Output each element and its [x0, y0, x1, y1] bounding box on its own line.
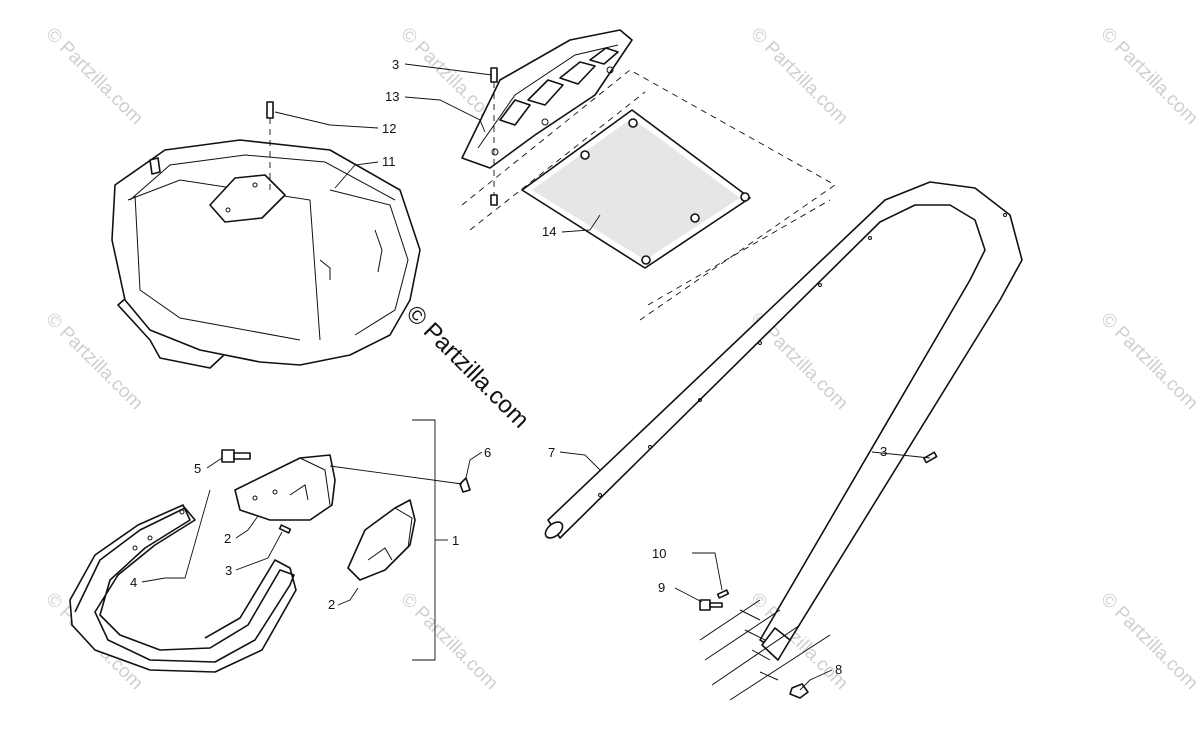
watermark-text: © Partzilla.com	[1096, 309, 1200, 414]
frame-hatching	[699, 599, 831, 701]
bracket-upper	[234, 454, 336, 521]
step-plate	[461, 29, 633, 169]
callout-11: 11	[382, 154, 396, 169]
pin-3-left	[278, 524, 292, 534]
callout-10: 10	[652, 546, 666, 561]
callout-3-right: 3	[880, 444, 887, 459]
callout-7: 7	[548, 445, 555, 460]
callout-1: 1	[452, 533, 459, 548]
watermark-text: © Partzilla.com	[41, 24, 146, 129]
grab-bar	[544, 181, 1023, 661]
central-watermark: © Partzilla.com	[401, 300, 534, 433]
nut-8	[789, 683, 809, 699]
callout-3-top: 3	[392, 57, 399, 72]
anti-slip-pad	[521, 109, 751, 269]
callout-2-lower: 2	[328, 597, 335, 612]
storage-bag	[111, 139, 421, 369]
clip-6	[459, 477, 471, 493]
callout-12: 12	[382, 121, 396, 136]
callout-6: 6	[484, 445, 491, 460]
callout-14: 14	[542, 224, 556, 239]
callout-8: 8	[835, 662, 842, 677]
callout-labels: 1 2 2 3 3 3 4 5 6 7 8 9 10 11 12 13 14	[130, 57, 887, 677]
bolt-5	[221, 449, 251, 463]
callout-3-left: 3	[225, 563, 232, 578]
watermark-text: © Partzilla.com	[41, 309, 146, 414]
callout-5: 5	[194, 461, 201, 476]
mounting-surface	[461, 69, 836, 321]
callout-9: 9	[658, 580, 665, 595]
pin-3-right	[923, 451, 938, 464]
pin-10	[716, 589, 730, 599]
callout-2-upper: 2	[224, 531, 231, 546]
callout-4: 4	[130, 575, 137, 590]
bracket-lower	[347, 499, 416, 581]
watermark-text: © Partzilla.com	[746, 24, 851, 129]
bolt-9	[699, 599, 723, 611]
watermark-text: © Partzilla.com	[1096, 24, 1200, 129]
fastener-12	[266, 101, 274, 190]
watermark-text: © Partzilla.com	[1096, 589, 1200, 694]
front-bumper	[69, 504, 297, 673]
watermark-text: © Partzilla.com	[396, 589, 501, 694]
callout-13: 13	[385, 89, 399, 104]
leader-lines	[141, 63, 931, 691]
group-bracket	[412, 419, 448, 661]
